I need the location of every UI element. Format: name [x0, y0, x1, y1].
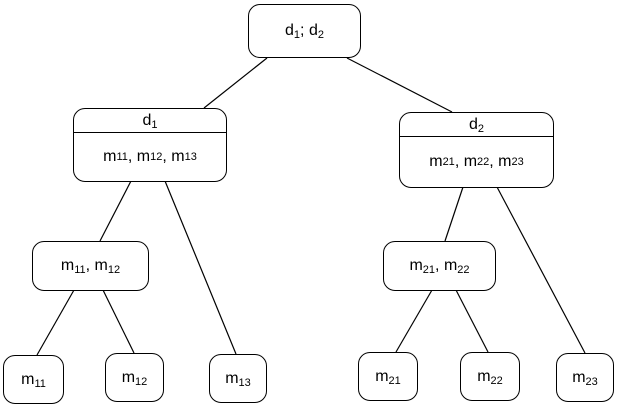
root-label: d1; d2 — [285, 22, 324, 41]
node-m11-m12: m11, m12 — [32, 241, 149, 291]
leaf-m11-label: m11 — [21, 370, 46, 390]
leaf-m22: m22 — [460, 352, 520, 401]
branch-d1-header: d1 — [74, 109, 226, 133]
leaf-m21-label: m21 — [375, 367, 401, 387]
edge-d2-m23 — [496, 186, 586, 354]
edge-d1-m11m12 — [99, 180, 132, 242]
edge-d1-m13 — [164, 180, 237, 355]
edge-root-d2 — [346, 57, 453, 113]
leaf-m12: m12 — [105, 353, 164, 402]
edge-d2-m21m22 — [444, 186, 464, 242]
node-m21-m22-label: m21, m22 — [409, 257, 470, 276]
edge-m21m22-m22 — [455, 289, 489, 353]
root-node: d1; d2 — [248, 4, 361, 58]
edge-m11m12-m11 — [36, 289, 75, 356]
leaf-m12-label: m12 — [121, 368, 148, 388]
node-m11-m12-label: m11, m12 — [60, 257, 121, 276]
branch-d2-header: d2 — [400, 113, 553, 137]
node-m21-m22: m21, m22 — [383, 241, 496, 291]
edge-m21m22-m21 — [395, 289, 433, 353]
leaf-m22-label: m22 — [477, 367, 503, 387]
leaf-m21: m21 — [358, 352, 418, 401]
leaf-m11: m11 — [3, 355, 64, 404]
leaf-m13: m13 — [209, 354, 267, 403]
leaf-m13-label: m13 — [225, 369, 251, 389]
edge-root-d1 — [203, 57, 268, 109]
edge-m11m12-m12 — [102, 289, 135, 354]
leaf-m23: m23 — [556, 353, 614, 402]
leaf-m23-label: m23 — [572, 368, 598, 388]
